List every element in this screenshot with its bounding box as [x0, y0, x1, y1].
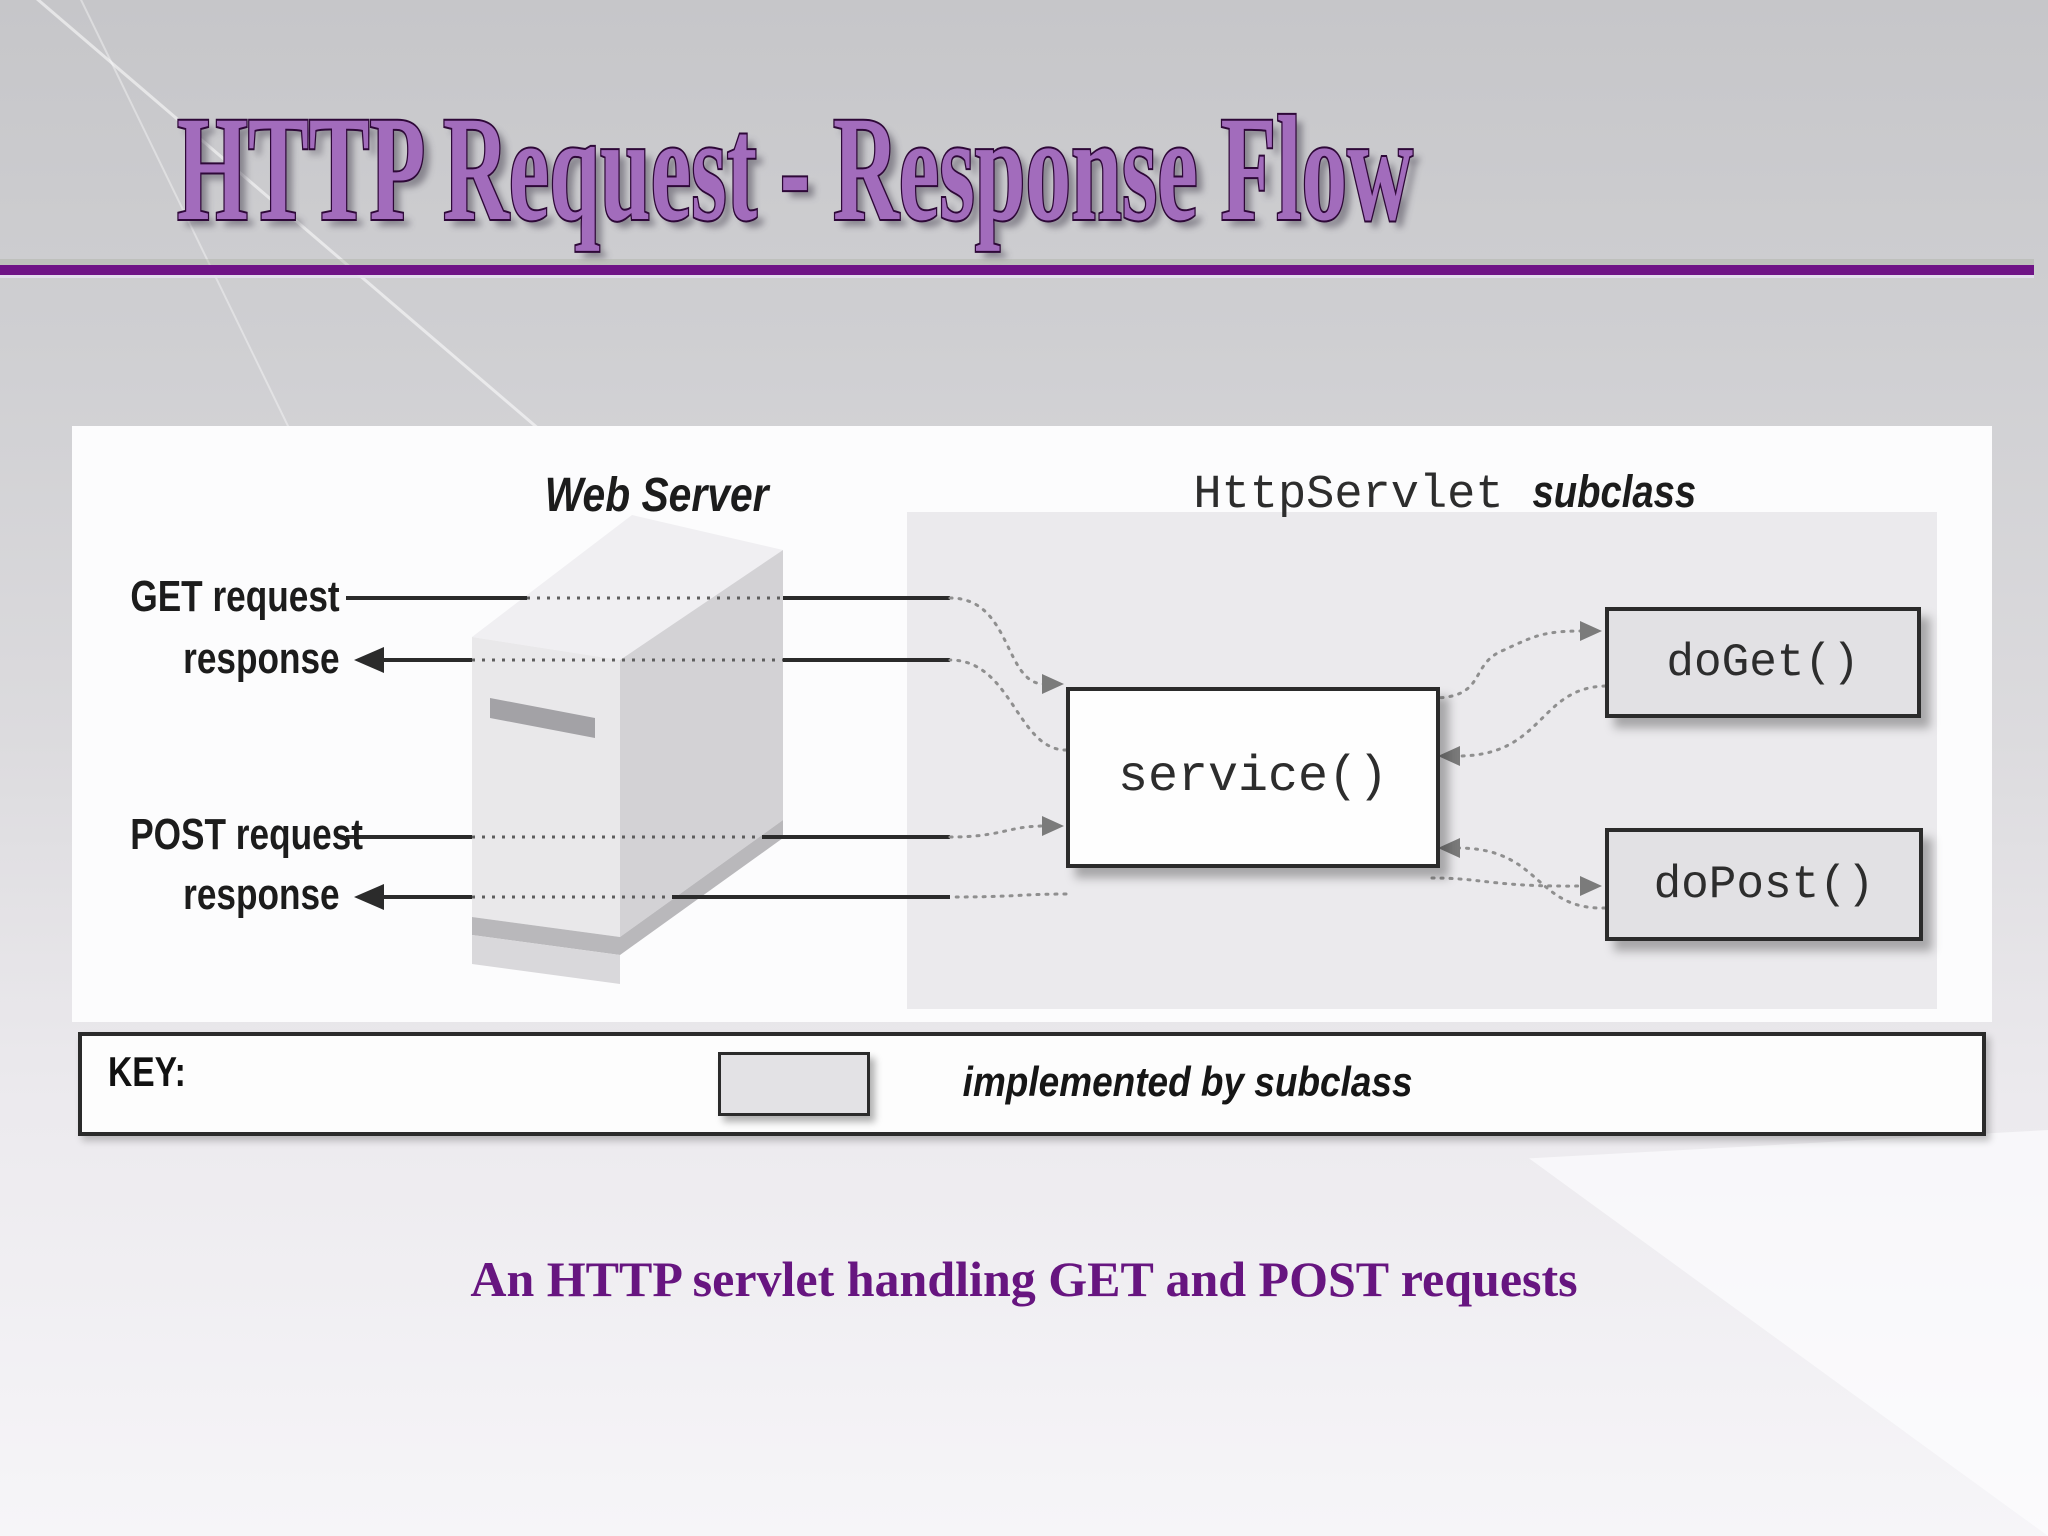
title-divider-rule [0, 265, 2034, 275]
lines-over-tower [472, 596, 783, 899]
dashed-arrowheads [1042, 621, 1602, 896]
subclass-header-label: subclass [1532, 466, 1697, 517]
get-response-label: response [72, 634, 340, 684]
doget-method-label: doGet() [1666, 636, 1860, 689]
post-response-arrowhead [354, 884, 384, 910]
slide-caption: An HTTP servlet handling GET and POST re… [470, 1251, 1578, 1307]
web-server-header-label: Web Server [545, 469, 769, 522]
httpservlet-subclass-header: HttpServlet subclass [1132, 466, 1772, 522]
service-method-box: service() [1066, 687, 1440, 868]
get-response-text: response [183, 634, 340, 683]
service-method-label: service() [1117, 749, 1389, 806]
dashed-dispatch-paths [948, 596, 1607, 910]
page-title-shadow: HTTP Request - Response Flow [184, 93, 1420, 259]
key-title: KEY: [108, 1048, 186, 1095]
web-server-header: Web Server [502, 468, 812, 523]
dopost-method-box: doPost() [1605, 828, 1923, 941]
page-title: HTTP Request - Response Flow [177, 86, 1413, 252]
web-server-tower-illustration [472, 515, 783, 984]
key-legend-label: implemented by subclass [962, 1058, 1413, 1105]
get-response-arrowhead [354, 647, 384, 673]
get-request-text: GET request [130, 572, 340, 621]
tower-drive-slot [490, 698, 595, 738]
httpservlet-header-label: HttpServlet [1193, 469, 1504, 522]
doget-method-box: doGet() [1605, 607, 1921, 718]
post-request-text: POST request [130, 810, 363, 859]
dopost-method-label: doPost() [1653, 858, 1875, 911]
figure-key-box: KEY: implemented by subclass [78, 1032, 1986, 1136]
post-request-label: POST request [72, 810, 363, 860]
slide-title-graphic: HTTP Request - Response Flow HTTP Reques… [175, 84, 1420, 259]
get-request-label: GET request [72, 572, 340, 622]
solid-flow-lines [346, 596, 950, 899]
key-implemented-swatch [718, 1052, 870, 1116]
post-response-text: response [183, 870, 340, 919]
post-response-label: response [72, 870, 340, 920]
decor-corner-highlight [1529, 1130, 2048, 1536]
key-legend-text: implemented by subclass [932, 1058, 1443, 1106]
servlet-flow-figure: Web Server HttpServlet subclass GET requ… [72, 426, 1992, 1022]
